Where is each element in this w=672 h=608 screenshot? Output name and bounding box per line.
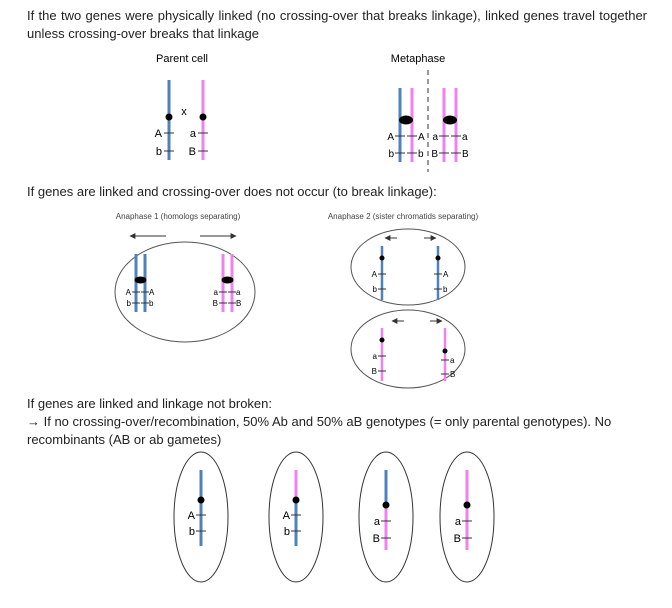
cell-outline — [114, 241, 256, 343]
allele-a: a — [462, 132, 468, 143]
allele-A: A — [418, 132, 425, 143]
centromere — [463, 501, 471, 509]
allele-b: b — [189, 526, 195, 538]
metaphase-figure: Metaphase A b A b a B a B — [387, 53, 469, 172]
anaphase1-label: Anaphase 1 (homologs separating) — [116, 212, 241, 221]
allele-A: A — [155, 128, 163, 140]
allele-a: a — [374, 516, 381, 528]
centromere — [399, 115, 413, 125]
centromere — [442, 348, 448, 354]
centromere — [292, 496, 300, 504]
allele-B: B — [462, 149, 469, 160]
allele-B: B — [431, 149, 438, 160]
result-line-1: → If no crossing-over/recombination, 50%… — [27, 414, 612, 429]
centromere — [379, 255, 385, 261]
gametes-figure: A b A b a B a B — [173, 451, 495, 583]
allele-A: A — [387, 132, 394, 143]
allele-B: B — [236, 299, 241, 308]
allele-b: b — [156, 146, 162, 158]
centromere — [221, 276, 234, 284]
allele-B: B — [372, 367, 377, 376]
allele-B: B — [373, 533, 380, 545]
allele-A: A — [126, 288, 132, 297]
allele-a: a — [455, 516, 462, 528]
cell-outline — [350, 228, 466, 306]
centromere — [379, 337, 385, 343]
allele-A: A — [372, 270, 378, 279]
anaphase1-figure: Anaphase 1 (homologs separating) A b A b… — [114, 212, 256, 343]
allele-B: B — [213, 299, 218, 308]
parent-cell-figure: Parent cell A b x a B — [155, 53, 208, 160]
centromere — [435, 255, 441, 261]
allele-B: B — [450, 370, 455, 379]
gamete-outline — [358, 451, 414, 583]
allele-A: A — [283, 510, 291, 522]
allele-A: A — [188, 510, 196, 522]
allele-a: a — [432, 132, 438, 143]
parent-cell-label: Parent cell — [156, 53, 208, 65]
result-line-2: recombinants (AB or ab gametes) — [27, 432, 222, 447]
allele-B: B — [454, 533, 461, 545]
heading-linkage-not-broken: If genes are linked and linkage not brok… — [27, 396, 273, 411]
allele-B: B — [189, 146, 196, 158]
anaphase2-figure: Anaphase 2 (sister chromatids separating… — [328, 212, 479, 389]
allele-a: a — [450, 356, 455, 365]
metaphase-label: Metaphase — [391, 53, 445, 65]
allele-b: b — [373, 285, 378, 294]
centromere — [134, 276, 147, 284]
gamete-outline — [173, 451, 229, 583]
allele-a: a — [190, 128, 197, 140]
allele-b: b — [149, 299, 154, 308]
allele-A: A — [149, 288, 155, 297]
gamete-outline — [268, 451, 324, 583]
heading-no-crossing-over: If genes are linked and crossing-over do… — [27, 184, 437, 199]
centromere — [165, 113, 173, 121]
allele-b: b — [388, 149, 394, 160]
centromere — [199, 113, 207, 121]
centromere — [197, 496, 205, 504]
anaphase2-label: Anaphase 2 (sister chromatids separating… — [328, 212, 479, 221]
allele-A: A — [443, 270, 449, 279]
allele-a: a — [373, 352, 378, 361]
allele-b: b — [284, 526, 290, 538]
intro-text: If the two genes were physically linked … — [27, 8, 647, 41]
allele-a: a — [214, 288, 219, 297]
centromere — [443, 115, 457, 125]
allele-b: b — [443, 285, 448, 294]
allele-a: a — [236, 288, 241, 297]
gamete-outline — [439, 451, 495, 583]
allele-b: b — [418, 149, 424, 160]
cross-symbol: x — [181, 106, 187, 118]
allele-b: b — [127, 299, 132, 308]
centromere — [382, 501, 390, 509]
cell-outline — [350, 309, 466, 389]
